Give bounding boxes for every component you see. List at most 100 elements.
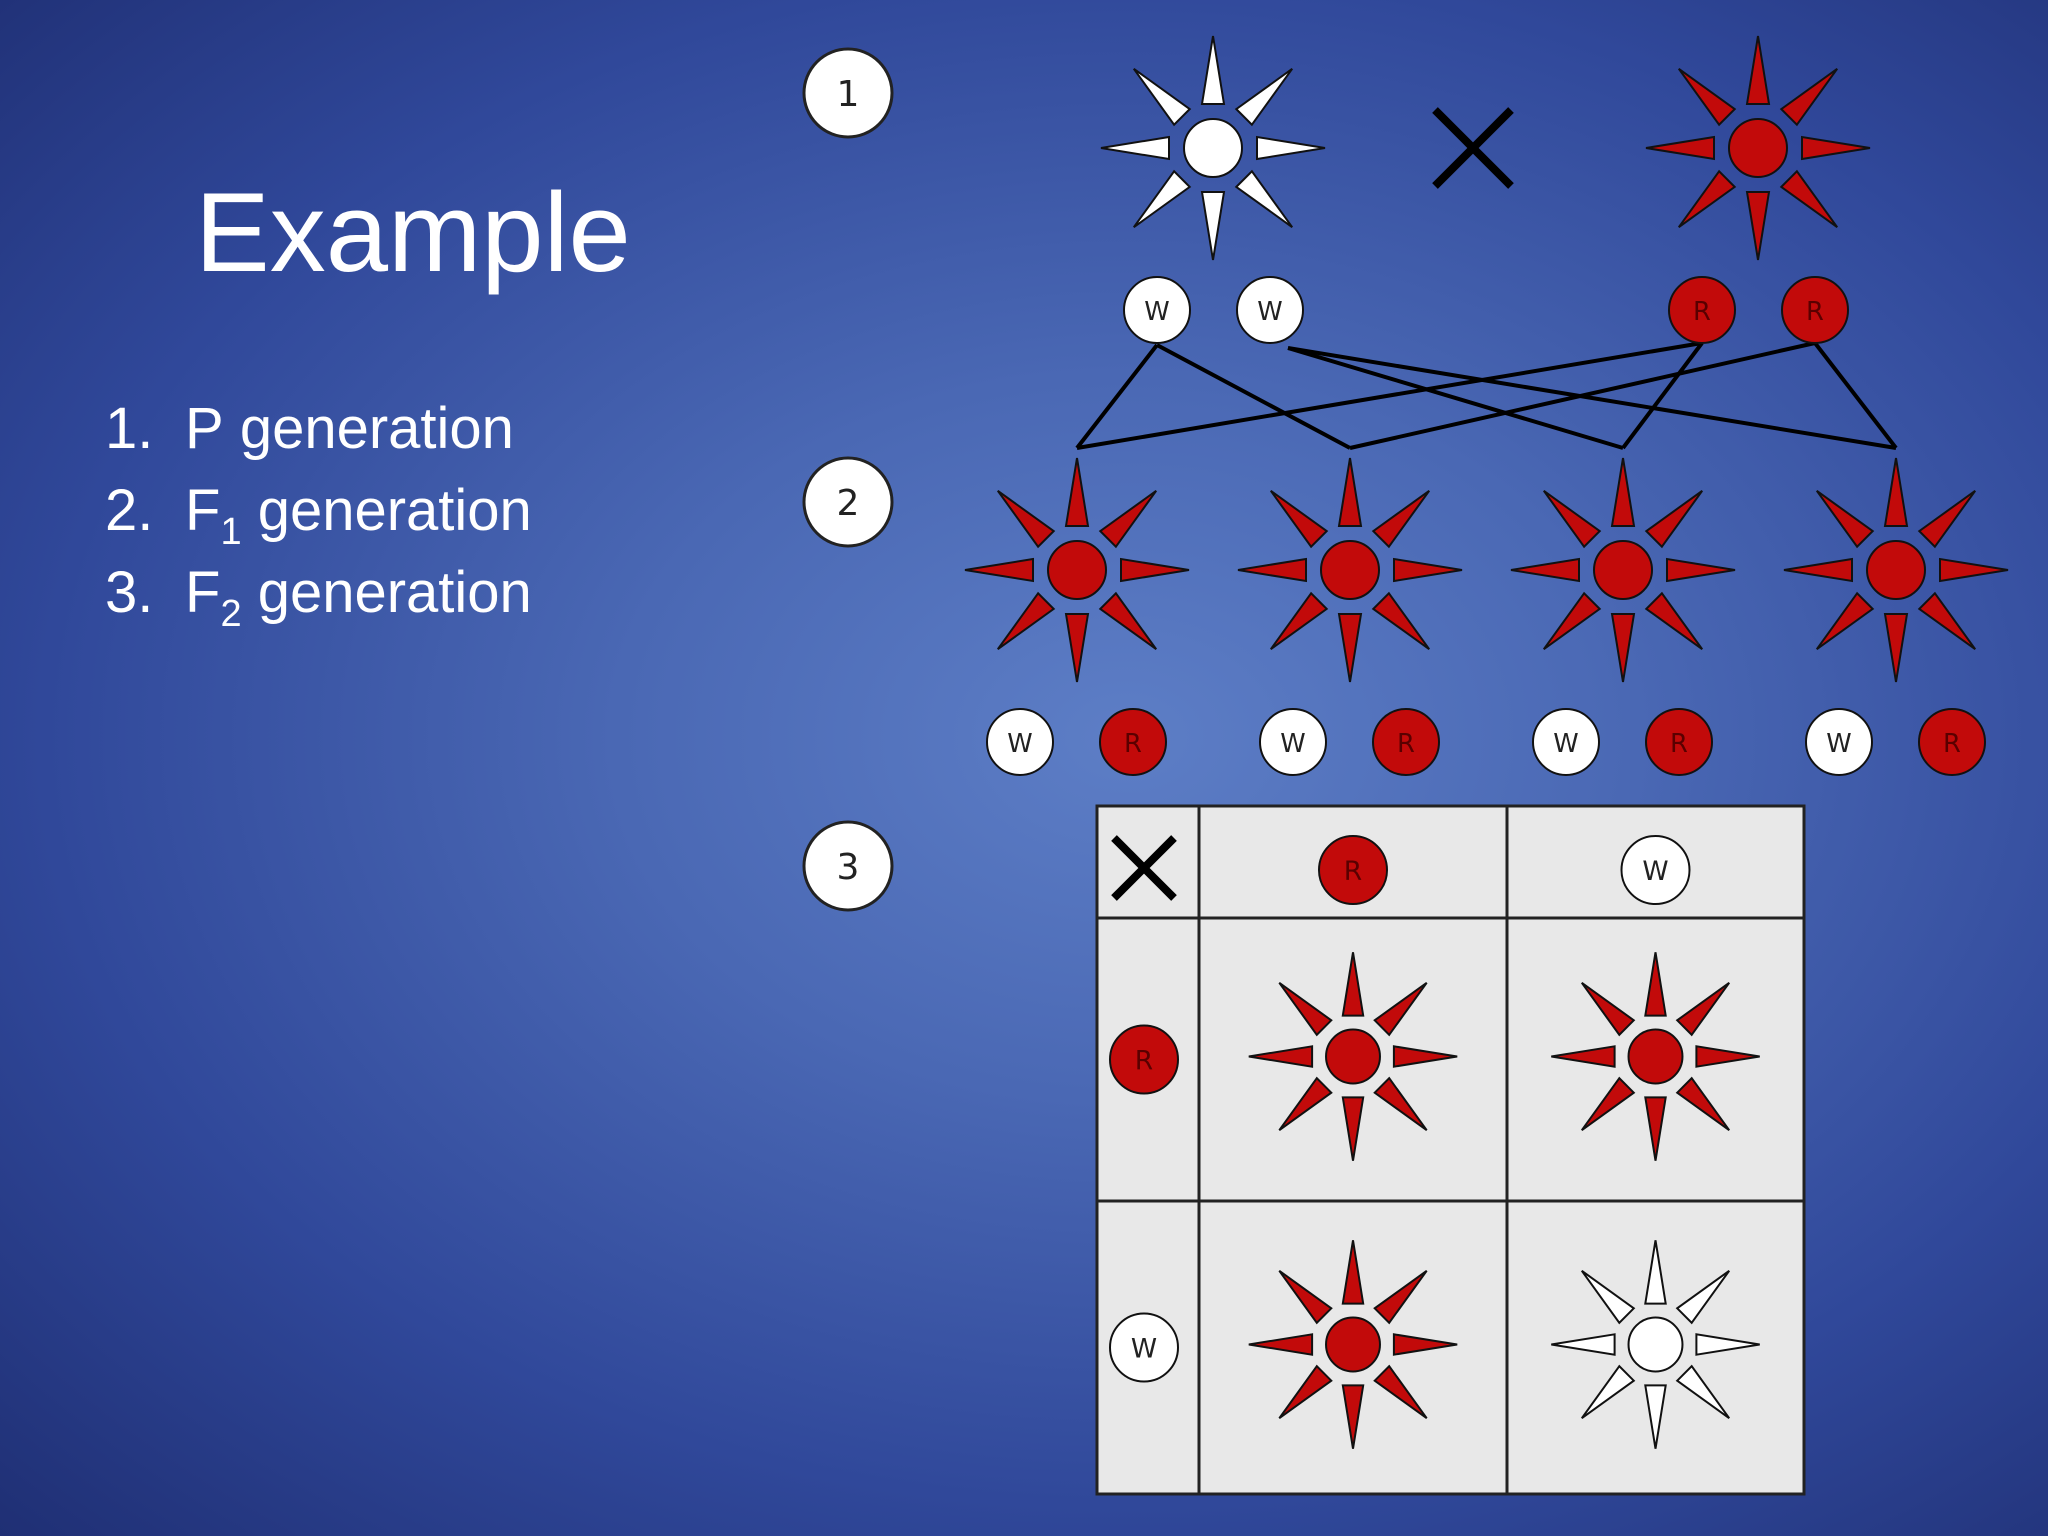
petal <box>1200 191 1226 261</box>
connection-line <box>1075 343 1159 450</box>
allele-w-marker: W <box>986 708 1054 776</box>
petal <box>1883 613 1909 683</box>
allele-label: R <box>1344 856 1362 887</box>
allele-label: W <box>1642 856 1668 887</box>
petal <box>1779 67 1839 127</box>
petal <box>1337 613 1363 683</box>
petal <box>1815 591 1875 651</box>
punnett-offspring-1-1 <box>1248 952 1458 1161</box>
petal <box>1580 981 1636 1037</box>
connection-line <box>1621 341 1704 450</box>
allele-r-marker: R <box>1372 708 1440 776</box>
list-item-f1-generation: 2. F1 generation <box>105 470 532 552</box>
allele-r-marker: R <box>1109 1024 1179 1095</box>
petal <box>1745 191 1771 261</box>
flower-center <box>1320 540 1380 600</box>
petal <box>1644 1096 1667 1161</box>
petal <box>1132 67 1192 127</box>
connection-line <box>1349 341 1816 450</box>
allele-r-marker: R <box>1645 708 1713 776</box>
punnett-offspring-2-2 <box>1551 1240 1760 1449</box>
flower-center <box>1728 118 1788 178</box>
petal <box>1939 557 2009 583</box>
connection-line <box>1076 341 1703 450</box>
petal <box>1675 1076 1731 1132</box>
allele-circle <box>1645 708 1713 776</box>
petal <box>964 557 1034 583</box>
petal <box>1745 35 1771 105</box>
petal <box>1248 1045 1314 1068</box>
petal <box>1675 981 1731 1037</box>
allele-circle <box>1781 276 1849 344</box>
petal <box>1237 557 1307 583</box>
step-markers: 1 2 3 <box>802 47 894 912</box>
step-number: 2 <box>837 483 860 524</box>
generation-list: 1. P generation 2. F1 generation 3. F2 g… <box>105 388 532 634</box>
petal <box>1551 1045 1616 1068</box>
petal <box>1392 1045 1458 1068</box>
petal <box>1100 135 1170 161</box>
flower-center <box>1593 540 1653 600</box>
step-circle <box>802 47 894 139</box>
petal <box>1278 1364 1333 1420</box>
list-item-f2-generation: 3. F2 generation <box>105 552 532 634</box>
petal <box>1234 169 1294 229</box>
gamete-connection-lines <box>1075 341 1898 450</box>
petal <box>1779 169 1839 229</box>
petal <box>1373 1364 1428 1420</box>
allele-label: W <box>1131 1334 1157 1365</box>
petal <box>1278 981 1333 1037</box>
flower-center <box>1627 1028 1684 1085</box>
allele-w-marker: W <box>1109 1312 1179 1383</box>
flower-center <box>1325 1316 1381 1373</box>
allele-label: W <box>1553 729 1578 759</box>
allele-label: W <box>1826 729 1851 759</box>
cross-symbols: ✕✕ <box>1111 107 1514 901</box>
f1-flower-2 <box>1237 457 1463 683</box>
petal <box>1120 557 1190 583</box>
petal <box>1371 591 1431 651</box>
petal <box>1675 1364 1731 1420</box>
allele-circle <box>1259 708 1327 776</box>
petal <box>1373 1076 1428 1132</box>
allele-circle <box>1318 835 1388 905</box>
petal <box>1917 591 1977 651</box>
step-number: 3 <box>837 847 860 888</box>
allele-label: W <box>1257 297 1282 327</box>
allele-r-marker: R <box>1099 708 1167 776</box>
petal <box>1341 1384 1365 1449</box>
list-label: P generation <box>185 396 514 461</box>
flower-center <box>1047 540 1107 600</box>
petal <box>1341 1096 1365 1161</box>
allele-r-marker: R <box>1781 276 1849 344</box>
petal <box>1580 1269 1636 1325</box>
petal <box>1392 1333 1458 1356</box>
allele-label: W <box>1280 729 1305 759</box>
list-label: F2 generation <box>185 560 532 635</box>
list-number: 3. <box>105 560 154 625</box>
petal <box>1278 1076 1333 1132</box>
allele-r-marker: R <box>1918 708 1986 776</box>
petal <box>1883 457 1909 527</box>
allele-label: R <box>1943 729 1961 759</box>
step-number: 1 <box>837 74 860 115</box>
allele-w-marker: W <box>1805 708 1873 776</box>
step-marker-3: 3 <box>802 820 894 912</box>
list-number: 1. <box>105 396 154 461</box>
punnett-offspring-1-2 <box>1551 952 1760 1161</box>
allele-circle <box>1805 708 1873 776</box>
petal <box>1064 613 1090 683</box>
allele-w-marker: W <box>1620 835 1691 905</box>
allele-label: R <box>1693 297 1711 327</box>
f1-flower-3 <box>1510 457 1736 683</box>
punnett-cross-symbol: ✕ <box>1111 835 1177 901</box>
allele-circle <box>1918 708 1986 776</box>
petal <box>1234 67 1294 127</box>
allele-circle <box>1099 708 1167 776</box>
step-circle <box>802 456 894 548</box>
step-circle <box>802 820 894 912</box>
petal <box>1644 489 1704 549</box>
petal <box>1278 1269 1333 1325</box>
petal <box>1256 135 1326 161</box>
